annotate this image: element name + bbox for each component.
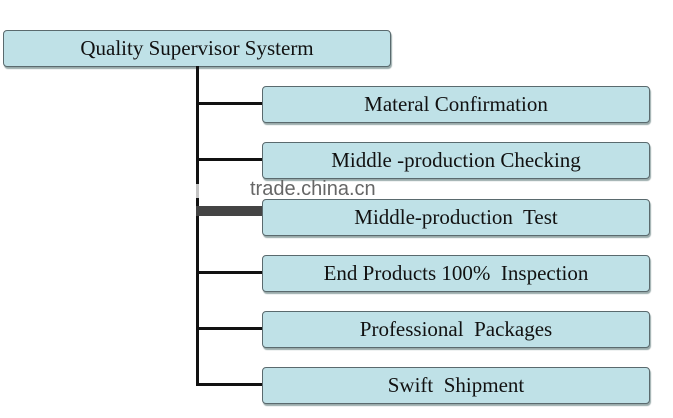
branch-connector <box>196 327 262 330</box>
watermark-text: trade.china.cn <box>250 178 376 200</box>
step-node-end-products-inspection: End Products 100% Inspection <box>262 255 650 292</box>
step-node-swift-shipment: Swift Shipment <box>262 367 650 404</box>
branch-connector <box>196 271 262 274</box>
step-node-middle-production-checking: Middle -production Checking <box>262 142 650 179</box>
trunk-connector <box>196 66 199 386</box>
branch-connector <box>196 206 262 216</box>
step-node-material-confirmation: Materal Confirmation <box>262 86 650 123</box>
root-node: Quality Supervisor Systerm <box>3 30 391 67</box>
step-node-middle-production-test: Middle-production Test <box>262 199 650 236</box>
step-node-professional-packages: Professional Packages <box>262 311 650 348</box>
branch-connector <box>196 158 262 161</box>
branch-connector <box>196 102 262 105</box>
branch-connector <box>196 383 262 386</box>
watermark-band <box>0 184 673 198</box>
